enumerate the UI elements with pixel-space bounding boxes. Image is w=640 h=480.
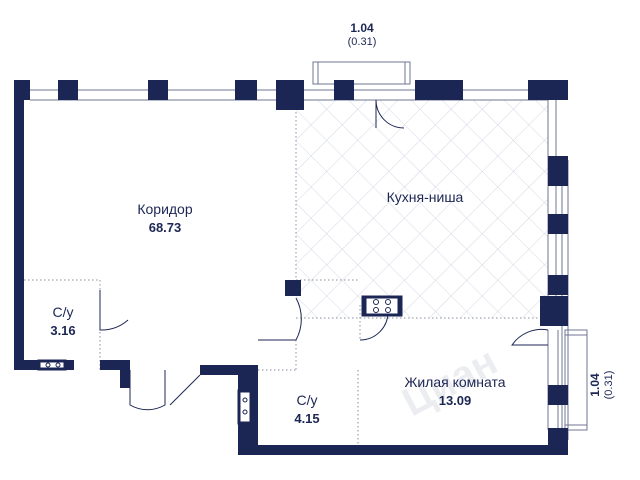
- room-living: Жилая комната 13.09: [390, 375, 520, 407]
- balcony-right-label: 1.04 (0.31): [588, 355, 615, 415]
- stove: [361, 295, 403, 317]
- doors: [99, 99, 549, 411]
- balcony-top-label: 1.04 (0.31): [332, 22, 392, 48]
- room-corridor: Коридор 68.73: [120, 202, 210, 234]
- balcony-top-size: 1.04: [350, 21, 374, 35]
- room-living-area: 13.09: [438, 393, 472, 408]
- room-living-name: Жилая комната: [404, 374, 506, 390]
- kitchen-floor-tiles: [296, 100, 548, 318]
- room-bath1-name: С/у: [52, 304, 74, 320]
- room-bath1: С/у 3.16: [38, 305, 88, 337]
- room-bath2: С/у 4.15: [282, 393, 332, 425]
- balcony-right-size: 1.04: [588, 373, 602, 397]
- room-bath1-area: 3.16: [50, 323, 76, 338]
- room-kitchen-name: Кухня-ниша: [386, 189, 464, 205]
- room-bath2-name: С/у: [296, 392, 318, 408]
- room-corridor-area: 68.73: [148, 220, 182, 235]
- balcony-right-sub: (0.31): [603, 370, 615, 400]
- room-kitchen: Кухня-ниша: [370, 190, 480, 204]
- room-bath2-area: 4.15: [294, 411, 320, 426]
- bath2-fixture: [237, 389, 253, 425]
- balcony-top-sub: (0.31): [347, 36, 377, 48]
- balcony-right: [564, 329, 588, 431]
- room-corridor-name: Коридор: [137, 201, 193, 217]
- bath1-fixture: [37, 359, 67, 371]
- balcony-top: [312, 61, 411, 85]
